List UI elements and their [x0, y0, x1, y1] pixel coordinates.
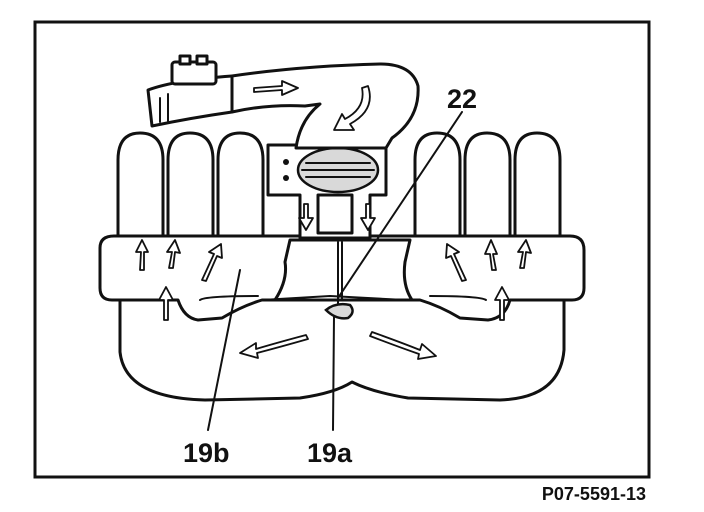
callout-19a: 19a	[307, 438, 353, 468]
air-flow-meter-plug	[195, 54, 209, 66]
lower-resonance-chamber	[118, 298, 566, 402]
throttle-plate-ribs	[301, 162, 375, 178]
throttle-body-neck	[316, 193, 354, 235]
flow-arrow	[239, 334, 309, 359]
runner	[216, 131, 265, 252]
partition-flap	[261, 295, 406, 301]
runner	[463, 131, 512, 252]
flow-arrow	[253, 80, 299, 96]
flow-arrow	[333, 85, 371, 131]
air-flow-meter-connector	[170, 60, 218, 86]
flow-arrow	[135, 239, 149, 271]
switchover-valve-housing	[273, 238, 414, 302]
flow-arrow	[201, 243, 223, 282]
leader-line-19a	[332, 315, 335, 431]
screw-head	[283, 175, 289, 181]
flow-arrow	[158, 286, 174, 321]
leader-line-19b	[207, 269, 241, 431]
runner-group-left	[116, 131, 265, 252]
callout-22: 22	[447, 84, 477, 114]
flow-arrow	[484, 239, 498, 271]
flow-arrow	[445, 243, 467, 282]
plenum-inner-opening-left	[199, 295, 259, 301]
flow-arrow	[298, 203, 314, 231]
runner-group-right	[413, 131, 562, 252]
flow-arrow	[517, 239, 532, 269]
flow-arrow	[369, 331, 437, 360]
runner	[513, 131, 562, 252]
runner	[166, 131, 215, 252]
air-flow-meter-ribs	[159, 93, 169, 123]
flow-arrow	[166, 239, 181, 269]
screw-head	[283, 159, 289, 165]
figure-reference: P07-5591-13	[542, 484, 646, 504]
air-flow-meter-plug	[178, 54, 192, 66]
flow-arrow	[494, 286, 510, 321]
leader-line-22	[337, 111, 463, 299]
flow-arrow	[360, 203, 376, 231]
runner	[116, 131, 165, 252]
plenum-inner-opening-right	[429, 295, 487, 301]
air-intake-duct	[230, 62, 420, 150]
runner	[413, 131, 462, 252]
figure-frame	[33, 20, 651, 479]
callout-19b: 19b	[183, 438, 230, 468]
flap-pivot	[324, 302, 354, 320]
